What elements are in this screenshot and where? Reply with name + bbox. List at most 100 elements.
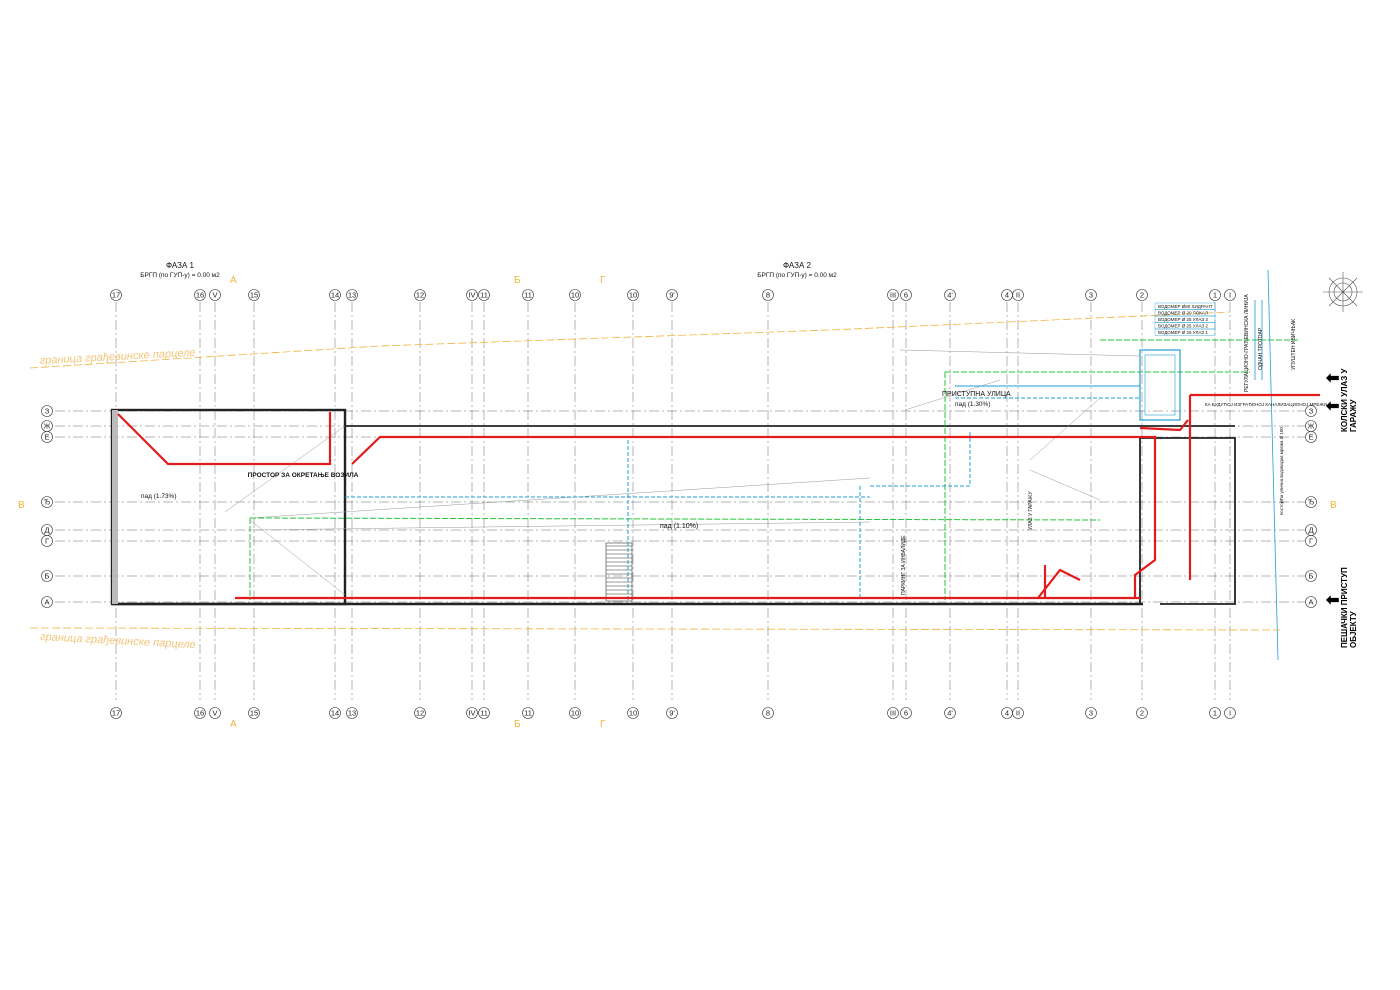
phase1-title: ФАЗА 1 [166,261,195,270]
row-bubble: Д [41,524,53,536]
svg-text:4': 4' [947,709,953,718]
svg-text:11: 11 [524,709,532,718]
svg-text:З: З [45,407,50,416]
svg-text:З: З [1309,407,1314,416]
column-bubble: 12 [414,289,426,301]
column-bubble: V [209,707,221,719]
row-bubble: А [1305,596,1317,608]
column-bubble: 17 [110,289,122,301]
column-bubble: 4' [944,707,956,719]
column-bubble: 10 [569,289,581,301]
meter-label: ВОДОМЕР Ø 25 УЛАЗ 1 [1158,330,1208,335]
svg-text:17: 17 [112,291,120,300]
garage-ramp-label: УЛАЗ У ГАРАЖУ [1028,491,1034,530]
svg-text:III: III [890,291,896,300]
svg-text:Ж: Ж [44,422,51,431]
column-bubble: 3 [1085,289,1097,301]
column-bubble: 11 [478,289,490,301]
street-label: КА БУДУЋОЈ ИЗГРАЂЕНОЈ КАНАЛИЗАЦИОНОЈ МРЕ… [1205,402,1327,407]
row-bubble: Ђ [1305,496,1317,508]
svg-text:Г: Г [45,537,49,546]
section-mark: Б [514,719,521,730]
parcel-boundary-lower [29,627,1281,631]
pedestrian-entrance: ⬅ [1326,590,1356,610]
svg-text:3: 3 [1089,709,1093,718]
svg-text:10: 10 [571,709,579,718]
svg-text:Е: Е [44,433,49,442]
column-bubble: 2 [1136,289,1148,301]
svg-text:Б: Б [1309,572,1314,581]
column-bubble: IV [466,707,478,719]
column-bubble: 6 [900,289,912,301]
column-bubble: I [1224,289,1236,301]
svg-text:6: 6 [904,291,908,300]
column-bubble: 16 [194,707,206,719]
svg-text:Д: Д [1308,526,1313,535]
pedestrian-entrance-label: ПЕШАЧКИ ПРИСТУП ОБЈЕКТУ [1340,567,1358,648]
row-bubble: Ж [41,420,53,432]
column-bubble: 10 [627,707,639,719]
svg-text:4: 4 [1005,291,1009,300]
meter-label: ВОДОМЕР Ø 25 УЛАЗ 3 [1158,317,1208,322]
row-bubble: Е [41,431,53,443]
street-label: РЕГУЛАЦИОНО-ГРАЂЕВИНСКА ЛИНИЈА [1244,294,1250,392]
row-bubble: Е [1305,431,1317,443]
phase2-title: ФАЗА 2 [783,261,812,270]
svg-text:16: 16 [196,291,204,300]
row-bubble: А [41,596,53,608]
column-bubble: V [209,289,221,301]
svg-text:3: 3 [1089,291,1093,300]
svg-text:6: 6 [904,709,908,718]
column-bubble: 8 [762,707,774,719]
row-bubble: Г [41,535,53,547]
column-bubble: 6 [900,707,912,719]
svg-text:Е: Е [1308,433,1313,442]
section-mark: Б [514,275,521,286]
access-street-label: ПРИСТУПНА УЛИЦА [942,391,1011,398]
column-bubble: 16 [194,289,206,301]
column-bubble: II [1012,707,1024,719]
svg-text:Г: Г [1309,537,1313,546]
column-bubble: 2 [1136,707,1148,719]
svg-text:10: 10 [571,291,579,300]
svg-text:2: 2 [1140,291,1144,300]
arrow-left-icon: ⬅ [1326,398,1340,415]
slope-3: пад (1.30%) [955,401,991,408]
svg-text:А: А [44,598,49,607]
svg-text:III: III [890,709,896,718]
svg-text:V: V [212,291,217,300]
svg-text:4': 4' [947,291,953,300]
arrow-left-icon: ⬅ [1326,370,1340,387]
column-bubble: 1 [1209,289,1221,301]
column-bubble: 4 [1001,707,1013,719]
svg-text:2: 2 [1140,709,1144,718]
svg-text:II: II [1016,291,1020,300]
svg-text:11: 11 [480,709,488,718]
row-bubble: Г [1305,535,1317,547]
svg-text:IV: IV [468,709,475,718]
parcel-boundary [29,311,1231,369]
column-bubble: III [887,707,899,719]
svg-text:9': 9' [669,709,675,718]
svg-text:II: II [1016,709,1020,718]
svg-text:V: V [212,709,217,718]
vehicle-entrance: ⬅ ⬅ [1326,370,1372,422]
column-bubble: II [1012,289,1024,301]
svg-text:1: 1 [1213,709,1217,718]
svg-text:17: 17 [112,709,120,718]
slope-2: пад (1.10%) [660,523,698,530]
water-lines [345,269,1279,661]
svg-text:14: 14 [331,291,339,300]
column-bubble: 10 [627,289,639,301]
building-walls [110,408,1236,606]
row-bubble: Б [1305,570,1317,582]
column-bubble: 14 [329,707,341,719]
boundary-label-top: граница грађевинске парцеле [40,347,196,367]
svg-text:15: 15 [250,291,258,300]
column-bubble: 9' [666,707,678,719]
street-label: постојећа улична водоводна мрежа Ø 100 [1279,427,1284,515]
column-grid-lines: 17171616VV1515141413131212IVIV1111111110… [110,289,1236,719]
svg-text:1: 1 [1213,291,1217,300]
